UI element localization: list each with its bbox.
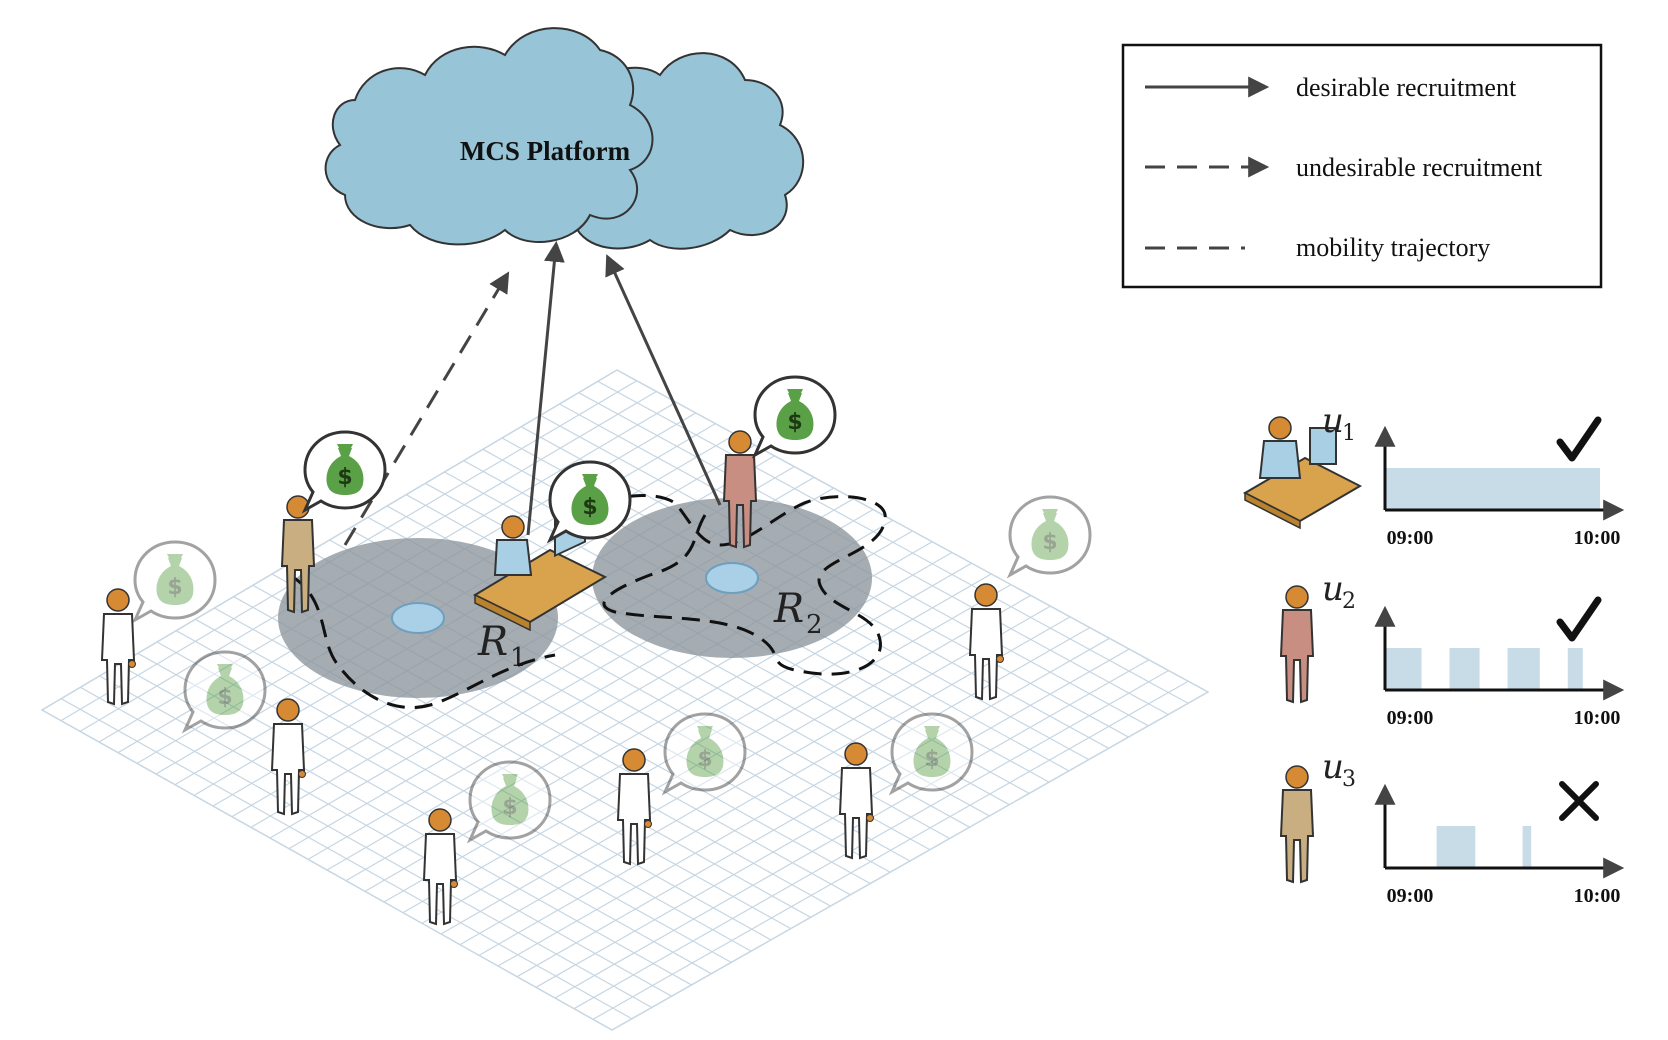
availability-interval bbox=[1385, 468, 1600, 510]
user-label-u1: u bbox=[1322, 401, 1344, 441]
timeline-end-label: 10:00 bbox=[1574, 885, 1621, 907]
timeline-start-label: 09:00 bbox=[1387, 885, 1434, 907]
avatar-u1 bbox=[1242, 416, 1363, 530]
arrow-undesirable-u3 bbox=[343, 271, 510, 546]
availability-interval bbox=[1507, 648, 1540, 690]
timeline-end-label: 10:00 bbox=[1574, 527, 1621, 549]
workers bbox=[101, 375, 1090, 925]
legend: desirable recruitment undesirable recrui… bbox=[1121, 43, 1603, 289]
availability-interval bbox=[1436, 826, 1476, 868]
trajectory-u3 bbox=[289, 573, 556, 710]
money-bag-bubble-faded bbox=[665, 714, 745, 792]
money-bag-bubble-faded bbox=[1010, 497, 1090, 575]
arrow-desirable-u2 bbox=[605, 254, 722, 506]
grid-line bbox=[592, 680, 1189, 1020]
money-bag-bubble-u1 bbox=[548, 460, 632, 542]
timeline-u2: 09:00 10:00 bbox=[1374, 596, 1625, 729]
money-bag-bubble-faded bbox=[892, 714, 972, 792]
platform-title: MCS Platform bbox=[460, 136, 631, 166]
region-r1: R 1 bbox=[278, 538, 558, 698]
avatar-u2 bbox=[1279, 585, 1315, 704]
avatar-u3 bbox=[1279, 765, 1315, 884]
cross-icon bbox=[1559, 781, 1599, 821]
worker-u2 bbox=[722, 430, 758, 549]
mobility-trajectories bbox=[289, 494, 887, 710]
user-label-u3: u bbox=[1322, 747, 1344, 787]
money-bag-bubble-u2 bbox=[753, 375, 837, 457]
timeline-end-label: 10:00 bbox=[1574, 707, 1621, 729]
trajectory-u2 bbox=[598, 494, 887, 676]
user-sub-u1: 1 bbox=[1342, 421, 1356, 446]
grid-line bbox=[60, 698, 633, 1020]
money-bag-bubble-faded bbox=[185, 652, 265, 730]
legend-label-desirable: desirable recruitment bbox=[1296, 73, 1517, 102]
mcs-platform-cloud: MCS Platform bbox=[324, 27, 805, 250]
grid-line bbox=[80, 686, 653, 1008]
availability-interval bbox=[1449, 648, 1480, 690]
money-bag-bubble-u3 bbox=[303, 430, 387, 512]
region-sub-r1: 1 bbox=[510, 643, 527, 673]
region-label-r1: R bbox=[477, 619, 508, 665]
arrow-desirable-u1 bbox=[526, 240, 565, 536]
money-bag-bubble-faded bbox=[135, 542, 215, 620]
legend-label-mobility: mobility trajectory bbox=[1296, 233, 1490, 262]
money-bag-bubble-faded bbox=[470, 762, 550, 840]
user-sub-u2: 2 bbox=[1342, 589, 1356, 614]
region-sub-r2: 2 bbox=[806, 610, 823, 640]
timeline-start-label: 09:00 bbox=[1387, 527, 1434, 549]
availability-interval bbox=[1522, 826, 1532, 868]
grid-line bbox=[573, 670, 1169, 1010]
user-label-u2: u bbox=[1322, 569, 1344, 609]
availability-interval bbox=[1385, 648, 1422, 690]
user-sub-u3: 3 bbox=[1342, 767, 1356, 792]
legend-label-undesirable: undesirable recruitment bbox=[1296, 153, 1543, 182]
recruitment-arrows bbox=[343, 240, 722, 546]
worker-u3 bbox=[280, 495, 316, 614]
region-label-r2: R bbox=[773, 586, 804, 632]
timeline-u3: 09:00 10:00 bbox=[1374, 781, 1625, 907]
check-icon bbox=[1556, 596, 1602, 642]
timeline-u1: 09:00 10:00 bbox=[1374, 416, 1625, 549]
availability-timelines: u 1 u 2 u 3 09:00 10:00 09:00 10:00 09:00 10:… bbox=[1242, 401, 1625, 907]
check-icon bbox=[1556, 416, 1602, 462]
timeline-start-label: 09:00 bbox=[1387, 707, 1434, 729]
grid-line bbox=[99, 675, 672, 997]
availability-interval bbox=[1567, 648, 1583, 690]
legend-box bbox=[1121, 43, 1603, 289]
grid-line bbox=[535, 648, 1130, 988]
